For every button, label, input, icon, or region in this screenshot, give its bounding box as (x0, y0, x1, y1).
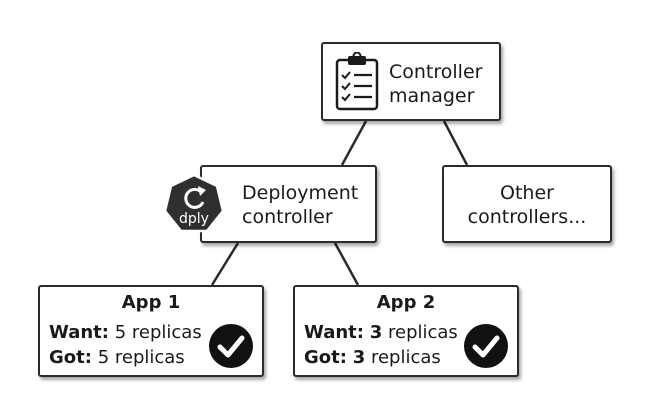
want-label: Want: (304, 322, 364, 343)
controller-manager-label: Controller manager (389, 60, 482, 108)
app-title: App 2 (376, 292, 436, 313)
connector-deployment-app2 (333, 242, 360, 286)
other-controllers-box: Other controllers... (442, 165, 612, 243)
got-unit: replicas (370, 347, 441, 368)
check-circle-icon (464, 324, 508, 368)
deployment-controller-line1: Deployment (242, 182, 359, 204)
connector-manager-other (442, 120, 469, 166)
got-unit: replicas (114, 347, 185, 368)
deployment-controller-box: Deployment controller (200, 165, 377, 243)
want-row: Want: 5 replicas (49, 321, 202, 345)
want-unit: replicas (387, 322, 458, 343)
clipboard-checklist-icon (335, 52, 379, 111)
refresh-icon (184, 186, 206, 209)
connector-manager-deployment (340, 120, 368, 166)
controller-manager-box: Controller manager (321, 42, 501, 121)
other-controllers-line1: Other (500, 182, 554, 204)
got-value: 3 (352, 347, 366, 368)
got-label: Got: (49, 347, 92, 368)
got-row: Got: 3 replicas (304, 346, 441, 370)
controller-manager-line2: manager (389, 85, 475, 107)
other-controllers-label: Other controllers... (444, 181, 610, 229)
got-row: Got: 5 replicas (49, 346, 185, 370)
other-controllers-line2: controllers... (467, 206, 587, 228)
app-title: App 1 (121, 292, 181, 313)
want-row: Want: 3 replicas (304, 321, 458, 345)
app-box-2: App 2 Want: 3 replicas Got: 3 replicas (293, 285, 519, 377)
check-circle-icon (209, 324, 253, 368)
want-unit: replicas (131, 322, 202, 343)
deployment-controller-line2: controller (242, 206, 333, 228)
deployment-controller-label: Deployment controller (242, 181, 358, 229)
connector-deployment-app1 (210, 242, 240, 286)
controller-manager-line1: Controller (389, 61, 483, 83)
got-label: Got: (304, 347, 347, 368)
dply-badge: dply (163, 173, 225, 239)
app-box-1: App 1 Want: 5 replicas Got: 5 replicas (38, 285, 264, 377)
heptagon-badge-icon: dply (163, 173, 225, 233)
got-value: 5 (97, 347, 110, 368)
want-value: 5 (114, 322, 127, 343)
dply-badge-text: dply (179, 211, 209, 227)
want-value: 3 (369, 322, 383, 343)
want-label: Want: (49, 322, 109, 343)
